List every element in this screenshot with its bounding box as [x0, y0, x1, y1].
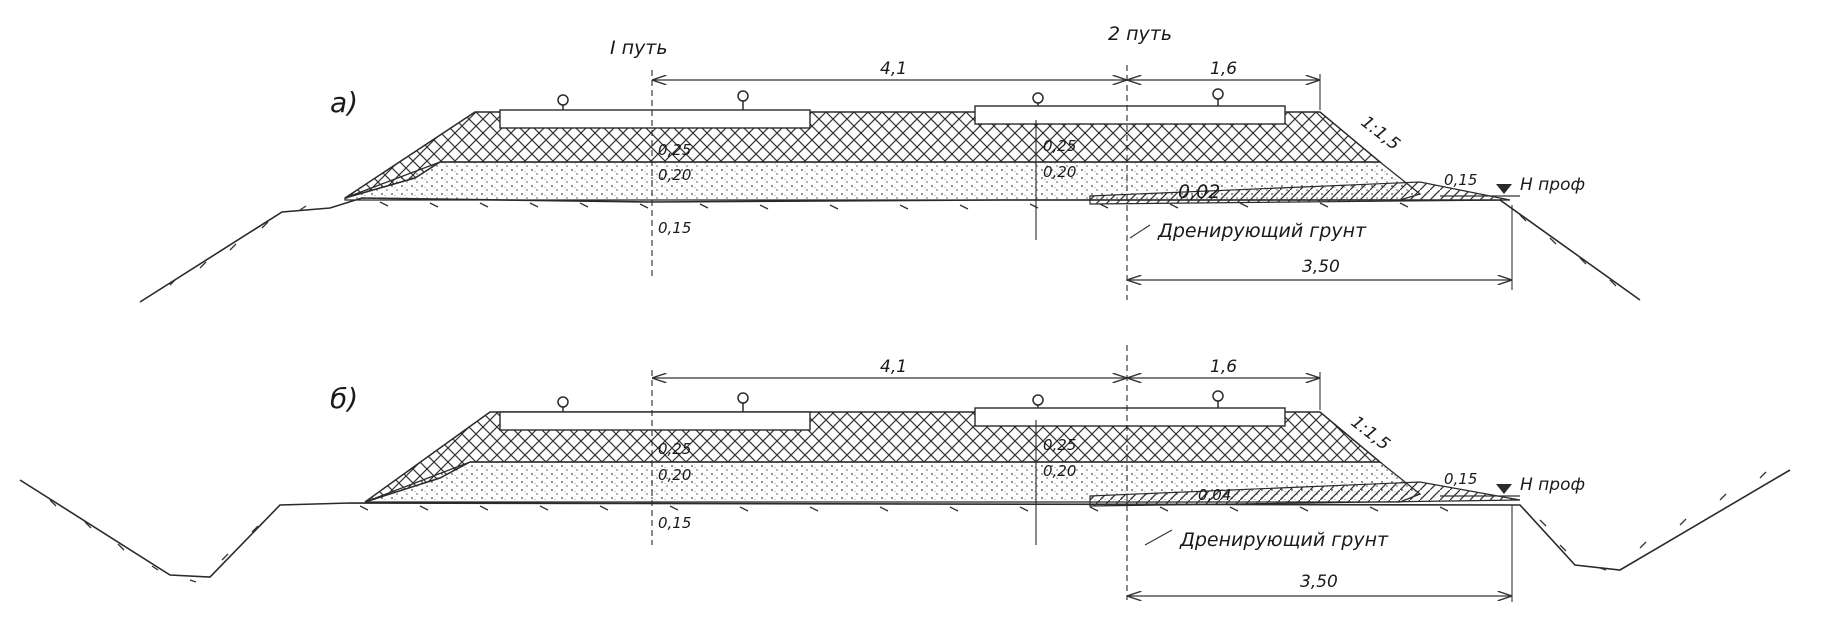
panel-a-ballast-top-right: 0,25	[1043, 137, 1076, 155]
panel-a-proj-mark: Н проф	[1520, 175, 1585, 195]
panel-a-dim-half-width: 1,6	[1210, 59, 1237, 79]
panel-b-label: б)	[330, 382, 358, 415]
panel-a-rail-2	[1032, 88, 1224, 106]
panel-a-sand-left: 0,20	[658, 166, 691, 184]
panel-a-rail-1	[557, 90, 749, 110]
panel-b-sleeper-1	[499, 411, 811, 431]
panel-a-ground-line	[139, 197, 1641, 303]
panel-b-sand-left: 0,20	[658, 466, 691, 484]
panel-b-crossfall: 0,04	[1198, 486, 1231, 504]
panel-b-soil-marks	[49, 471, 1767, 583]
panel-a-sub-left: 0,15	[658, 219, 691, 237]
panel-a-soil-marks	[169, 201, 1617, 287]
panel-a-crossfall: 0,02	[1178, 181, 1220, 203]
panel-b-ballast-top-left: 0,25	[658, 440, 691, 458]
panel-a-dim-track-spacing: 4,1	[880, 59, 907, 79]
panel-a-sand-right: 0,20	[1043, 163, 1076, 181]
panel-b: б) 4,1 1,6 1:1,5 0,25 0,20 0,15 0,25 0,2…	[19, 345, 1791, 602]
panel-a-label: а)	[330, 86, 358, 119]
panel-b-sub-left: 0,15	[658, 514, 691, 532]
panel-a-sleeper-1	[499, 109, 811, 129]
panel-b-level-triangle	[1496, 484, 1512, 494]
panel-b-dim-track-spacing: 4,1	[880, 357, 907, 377]
panel-b-edge-dim: 0,15	[1444, 470, 1477, 488]
panel-a-soil-leader	[1129, 224, 1151, 239]
panel-b-ballast-layer	[364, 411, 1383, 503]
panel-a-dim-base: 3,50	[1302, 257, 1340, 277]
panel-b-soil-leader	[1144, 529, 1173, 546]
panel-b-sleeper-2	[974, 407, 1286, 427]
panel-b-ground-line	[19, 469, 1791, 578]
panel-b-sand-right: 0,20	[1043, 462, 1076, 480]
track-2-label: 2 путь	[1108, 23, 1172, 45]
panel-a-sleeper-2	[974, 105, 1286, 125]
panel-b-drainage-wedge	[1089, 481, 1521, 507]
panel-b-ballast-top-right: 0,25	[1043, 436, 1076, 454]
panel-a-soil-label: Дренирующий грунт	[1157, 220, 1367, 242]
panel-b-soil-label: Дренирующий грунт	[1179, 529, 1389, 551]
panel-a-level-triangle	[1496, 184, 1512, 194]
panel-b-proj-mark: Н проф	[1520, 475, 1585, 495]
panel-b-rail-1	[557, 392, 749, 412]
panel-b-dim-half-width: 1,6	[1210, 357, 1237, 377]
panel-a-edge-dim: 0,15	[1444, 171, 1477, 189]
panel-a-ballast-layer	[344, 111, 1383, 199]
panel-a: а) I путь 2 путь 4,1 1,6 1:1,5 0,25 0,20…	[139, 23, 1641, 303]
panel-b-rail-2	[1032, 390, 1224, 408]
panel-a-drainage-wedge	[1089, 181, 1511, 205]
track-1-label: I путь	[610, 37, 668, 59]
panel-b-dim-base: 3,50	[1300, 572, 1338, 592]
panel-a-ballast-top-left: 0,25	[658, 141, 691, 159]
